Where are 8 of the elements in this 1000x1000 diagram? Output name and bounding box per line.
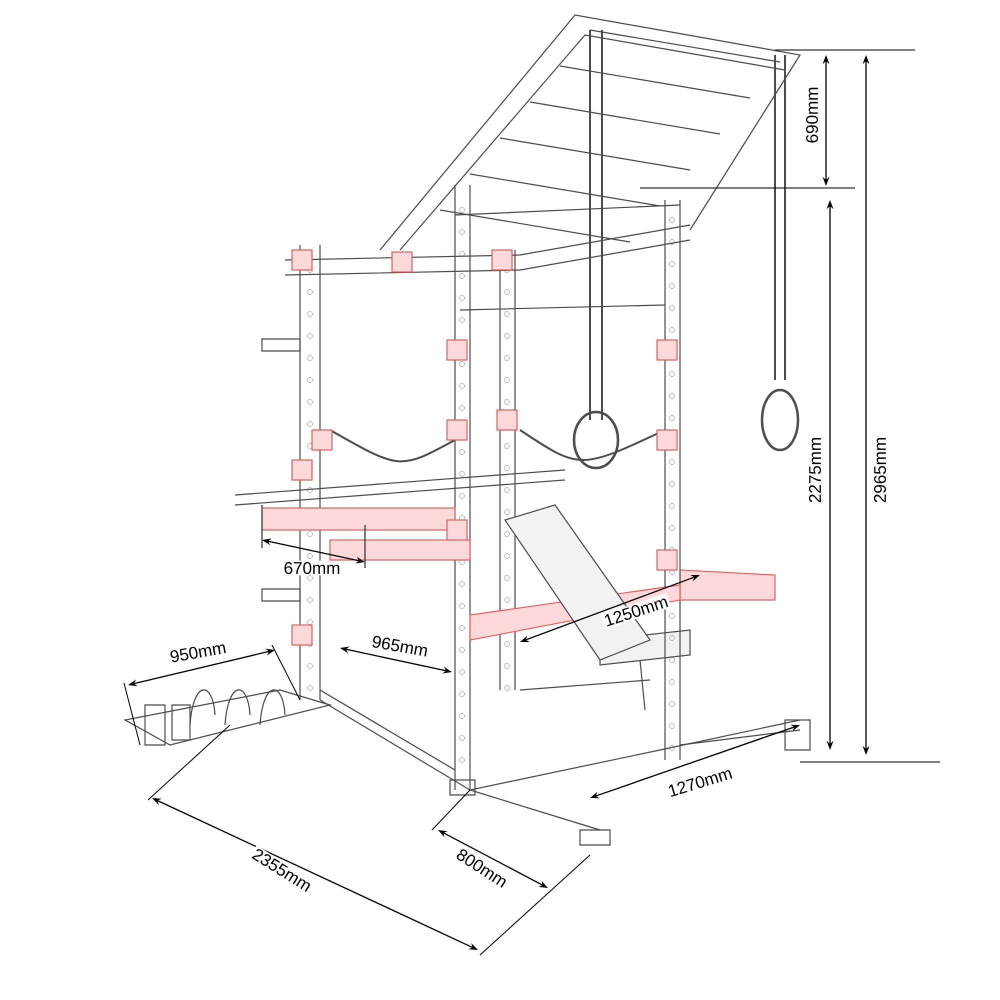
dimension-label: 1270mm — [664, 764, 736, 800]
dimension-label: 1250mm — [600, 593, 672, 629]
dimension-label: 670mm — [282, 560, 342, 576]
dimension-label: 690mm — [804, 85, 820, 145]
dimension-label: 2965mm — [872, 435, 888, 505]
dimension-label: 965mm — [369, 633, 431, 659]
dimension-label: 2275mm — [808, 435, 823, 505]
dimension-label: 950mm — [167, 639, 229, 665]
